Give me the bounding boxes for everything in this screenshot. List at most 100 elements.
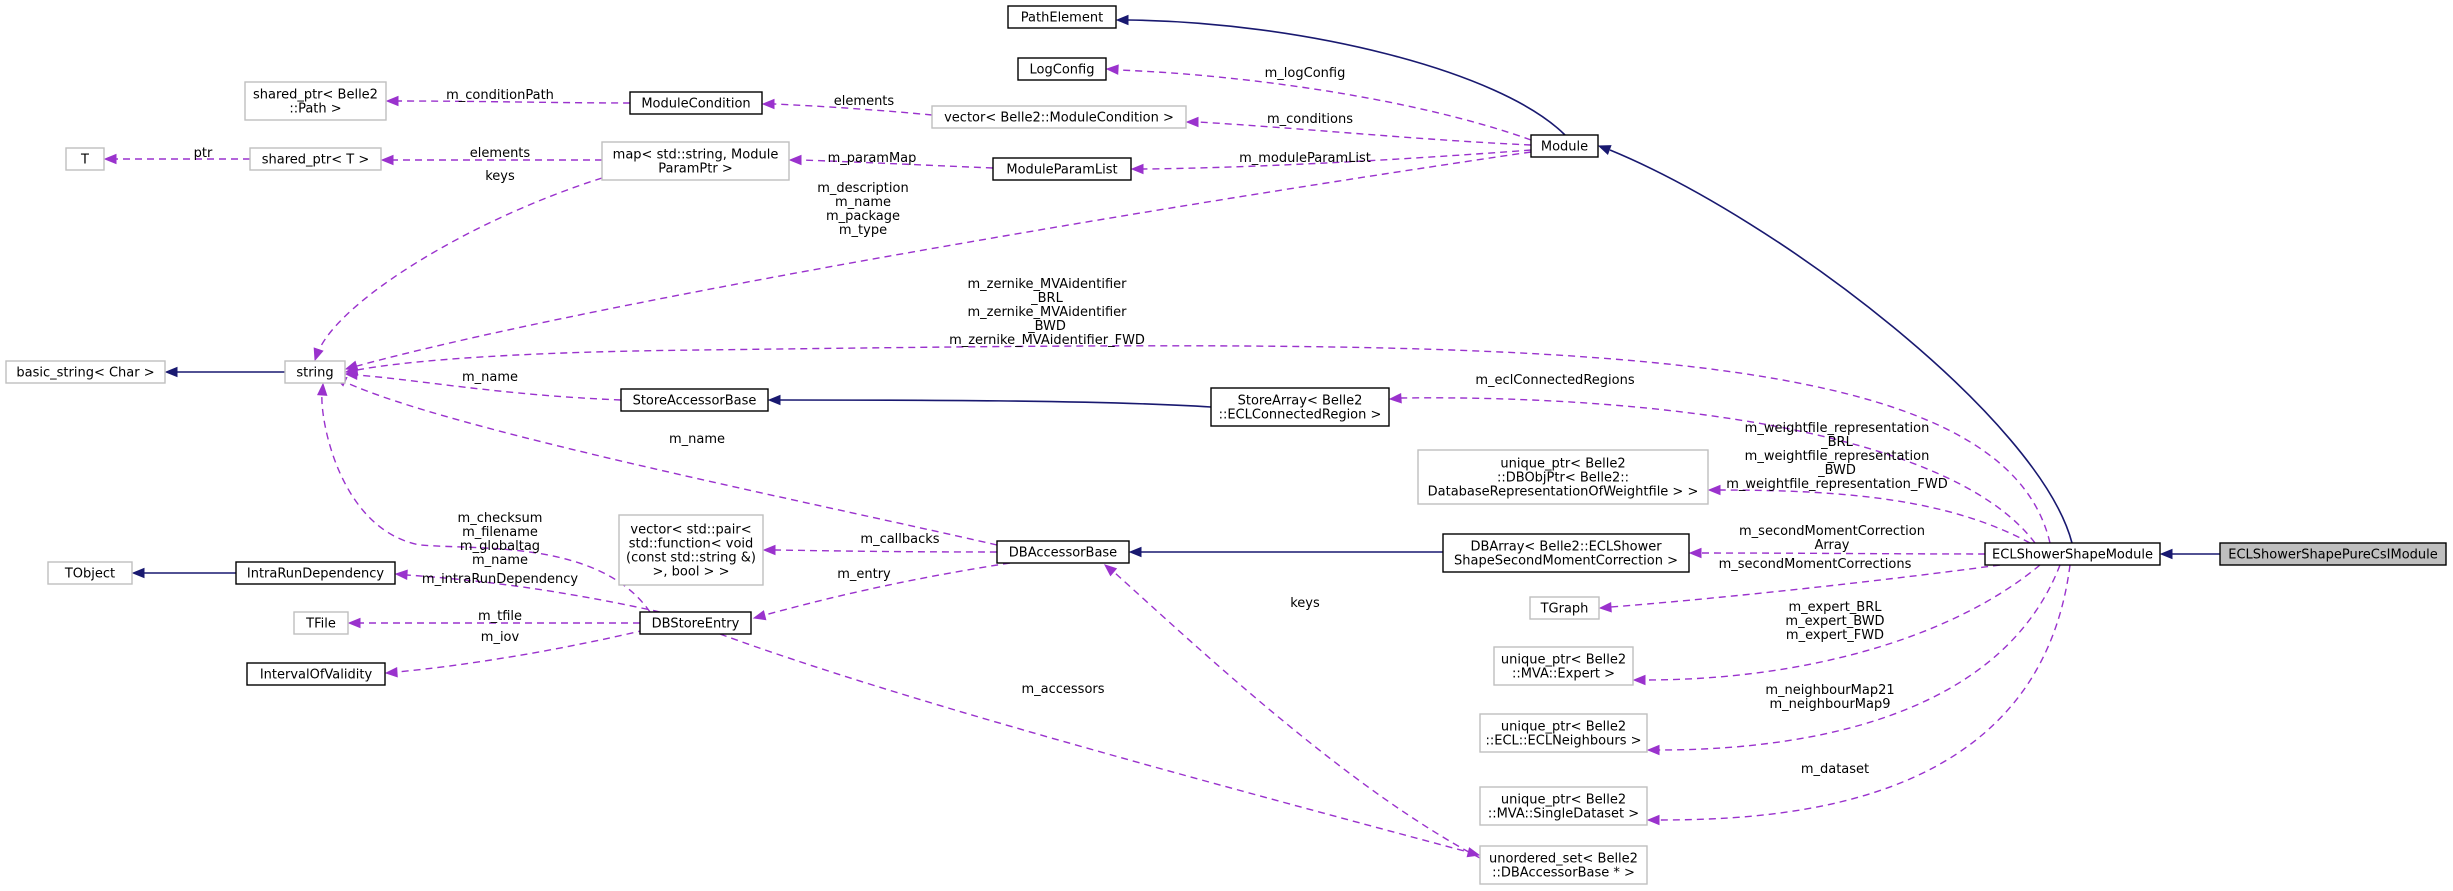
usage-arrowhead <box>1185 116 1199 128</box>
edge-ecl-module-to-store-array <box>1400 397 2036 544</box>
node-unique-ptr-expert[interactable]: unique_ptr< Belle2::MVA::Expert > <box>1493 646 1634 686</box>
node-box <box>244 81 387 121</box>
node-module-param-list[interactable]: ModuleParamList <box>992 157 1132 181</box>
node-label: ModuleParamList <box>1006 163 1117 178</box>
usage-arrowhead <box>344 369 358 380</box>
node-label: LogConfig <box>1030 63 1095 78</box>
node-tfile[interactable]: TFile <box>293 611 349 635</box>
usage-arrowhead <box>347 617 361 629</box>
node-unordered-set[interactable]: unordered_set< Belle2::DBAccessorBase * … <box>1479 845 1648 885</box>
node-ecl-shower-shape-module[interactable]: ECLShowerShapeModule <box>1984 542 2161 566</box>
edge-label-m-tfile: m_tfile <box>478 609 522 624</box>
node-t[interactable]: T <box>65 147 105 171</box>
usage-arrowhead <box>384 667 398 678</box>
node-box <box>47 561 133 585</box>
node-vector-pair[interactable]: vector< std::pair<std::function< void(co… <box>618 514 764 586</box>
node-label: IntervalOfValidity <box>260 668 373 683</box>
edge-label-zernike: m_zernike_MVAidentifier_FWD <box>949 333 1145 348</box>
node-box <box>1530 134 1599 158</box>
node-ecl-shower-shape-pure-csi-module[interactable]: ECLShowerShapePureCsIModule <box>2219 542 2447 566</box>
node-label: ::MVA::Expert > <box>1512 667 1615 682</box>
node-box <box>1017 57 1107 81</box>
edge-label-ptr: ptr <box>194 146 213 161</box>
usage-arrowhead <box>752 610 767 621</box>
node-box <box>1007 5 1117 29</box>
edge-label-zernike: _BRL <box>1030 291 1063 306</box>
edge-store-accessor-to-string <box>356 374 622 401</box>
usage-arrowhead <box>385 95 399 107</box>
edge-ecl-module-to-tgraph <box>1610 564 2001 608</box>
edge-label-experts: m_expert_BRL <box>1788 600 1882 615</box>
node-path-element[interactable]: PathElement <box>1007 5 1117 29</box>
node-unique-ptr-dataset[interactable]: unique_ptr< Belle2::MVA::SingleDataset > <box>1479 786 1648 826</box>
node-db-store-entry[interactable]: DBStoreEntry <box>639 611 752 635</box>
node-label: IntraRunDependency <box>247 567 385 582</box>
node-box <box>65 147 105 171</box>
node-unique-ptr-neighbours[interactable]: unique_ptr< Belle2::ECL::ECLNeighbours > <box>1479 713 1648 753</box>
edge-label-entry-strings: m_filename <box>462 525 538 540</box>
usage-arrowhead <box>1598 602 1612 613</box>
node-label: unique_ptr< Belle2 <box>1501 720 1626 735</box>
node-basic-string[interactable]: basic_string< Char > <box>5 360 166 384</box>
node-box <box>293 611 349 635</box>
node-vector-module-condition[interactable]: vector< Belle2::ModuleCondition > <box>931 105 1187 129</box>
node-tobject[interactable]: TObject <box>47 561 133 585</box>
edge-label-m-accessors: m_accessors <box>1021 682 1104 697</box>
usage-arrowhead <box>1388 393 1402 404</box>
node-db-accessor-base[interactable]: DBAccessorBase <box>996 540 1130 564</box>
usage-arrowhead <box>1688 547 1702 559</box>
edge-label-m-iov: m_iov <box>481 630 520 645</box>
edge-label-m-conditionPath: m_conditionPath <box>446 88 554 103</box>
node-store-array[interactable]: StoreArray< Belle2::ECLConnectedRegion > <box>1210 387 1390 427</box>
node-tgraph[interactable]: TGraph <box>1529 596 1600 620</box>
node-intra-run-dependency[interactable]: IntraRunDependency <box>235 561 396 585</box>
edge-ecl-module-to-expert <box>1644 564 2041 681</box>
edge-label-zernike: m_zernike_MVAidentifier <box>967 277 1127 292</box>
node-label: unordered_set< Belle2 <box>1489 852 1638 867</box>
node-shared-ptr-t[interactable]: shared_ptr< T > <box>249 147 382 171</box>
edge-module-to-string <box>356 151 1532 367</box>
edge-label-elements-shared: elements <box>470 146 531 161</box>
edge-db-accessor-to-db-store-entry <box>764 562 1011 616</box>
usage-arrowhead <box>761 98 775 110</box>
edge-module-to-log-config <box>1117 69 1532 141</box>
inheritance-arrowhead <box>1128 546 1142 558</box>
node-string[interactable]: string <box>284 360 346 384</box>
node-label: vector< Belle2::ModuleCondition > <box>944 111 1174 126</box>
node-log-config[interactable]: LogConfig <box>1017 57 1107 81</box>
node-label: basic_string< Char > <box>16 366 154 381</box>
edge-label-zernike: _BWD <box>1027 319 1066 334</box>
node-box <box>2219 542 2447 566</box>
edge-module-to-path-element <box>1127 19 1566 136</box>
edge-ecl-module-to-neighbours <box>1658 564 2061 751</box>
inheritance-arrowhead <box>767 394 781 406</box>
node-label: DBStoreEntry <box>652 617 740 632</box>
node-box <box>284 360 346 384</box>
edge-ecl-module-to-dataset <box>1658 564 2071 821</box>
inheritance-arrowhead <box>1597 145 1612 155</box>
node-box <box>629 91 763 115</box>
edge-label-neighbour-maps: m_neighbourMap9 <box>1770 697 1891 712</box>
node-label: ECLShowerShapeModule <box>1992 548 2153 563</box>
edge-store-array-to-store-accessor <box>779 399 1212 408</box>
node-label: ::DBObjPtr< Belle2:: <box>1497 471 1629 486</box>
node-db-array[interactable]: DBArray< Belle2::ECLShowerShapeSecondMom… <box>1442 533 1690 573</box>
node-unique-ptr-db[interactable]: unique_ptr< Belle2::DBObjPtr< Belle2::Da… <box>1417 449 1709 505</box>
node-shared-ptr-path[interactable]: shared_ptr< Belle2::Path > <box>244 81 387 121</box>
node-box <box>996 540 1130 564</box>
usage-arrowhead <box>762 544 776 556</box>
node-interval-of-validity[interactable]: IntervalOfValidity <box>246 662 386 686</box>
node-box <box>1984 542 2161 566</box>
node-store-accessor-base[interactable]: StoreAccessorBase <box>620 388 769 412</box>
inheritance-arrowhead <box>164 366 178 378</box>
node-label: shared_ptr< Belle2 <box>253 88 378 103</box>
node-box <box>618 514 764 586</box>
usage-arrowhead <box>1632 674 1646 686</box>
node-box <box>639 611 752 635</box>
node-label: (const std::string &) <box>626 551 756 566</box>
node-module-condition[interactable]: ModuleCondition <box>629 91 763 115</box>
edge-label-experts: m_expert_FWD <box>1786 628 1884 643</box>
node-module[interactable]: Module <box>1530 134 1599 158</box>
